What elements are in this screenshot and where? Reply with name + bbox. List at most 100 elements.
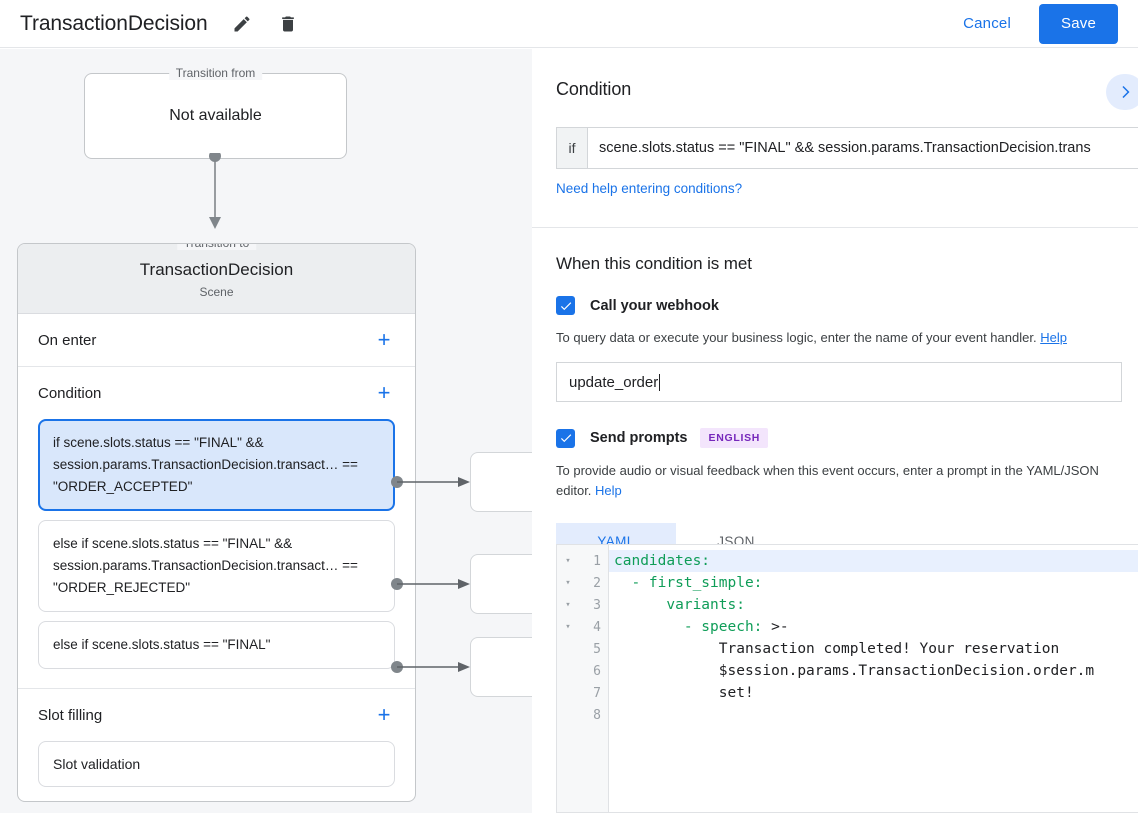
code-line-7: set!	[609, 682, 1138, 704]
section-header-slot-filling: Slot filling +	[38, 689, 395, 741]
code-line-4: - speech: >-	[609, 616, 1138, 638]
cancel-button[interactable]: Cancel	[949, 7, 1025, 40]
section-header-condition: Condition +	[38, 367, 395, 419]
condition-input-row[interactable]: if scene.slots.status == "FINAL" && sess…	[556, 127, 1138, 169]
trash-icon-glyph	[281, 16, 294, 31]
code-line-8	[609, 704, 1138, 726]
page-title: TransactionDecision	[20, 11, 208, 35]
condition-if-prefix: if	[557, 128, 588, 168]
pencil-icon[interactable]	[230, 12, 254, 36]
chevron-right-icon[interactable]	[1106, 74, 1138, 110]
prompts-help-link[interactable]: Help	[595, 483, 622, 498]
panel-divider	[532, 227, 1138, 228]
prompts-checkbox[interactable]	[556, 428, 575, 448]
connector-arrowhead	[209, 217, 221, 229]
fold-arrow-icon[interactable]: ▾	[565, 600, 571, 610]
yaml-value: >-	[762, 619, 789, 635]
section-condition: Condition + if scene.slots.status == "FI…	[18, 367, 415, 689]
gutter-line-5: 5	[557, 638, 608, 660]
yaml-key: candidates:	[614, 553, 711, 569]
scene-name: TransactionDecision	[139, 260, 294, 279]
text-caret	[659, 373, 661, 391]
line-number: 5	[593, 641, 601, 657]
condition-item-0[interactable]: if scene.slots.status == "FINAL" && sess…	[38, 419, 395, 511]
code-line-2: - first_simple:	[609, 572, 1138, 594]
target-node-2[interactable]	[470, 637, 532, 697]
gutter-line-3: ▾3	[557, 594, 608, 616]
webhook-checkbox-row: Call your webhook	[556, 296, 1114, 315]
transition-connector	[209, 153, 221, 229]
fold-arrow-icon[interactable]: ▾	[565, 622, 571, 632]
yaml-value: set!	[614, 685, 754, 701]
when-met-heading: When this condition is met	[556, 254, 752, 273]
chevron-right-icon-glyph	[1122, 86, 1130, 98]
yaml-value: Transaction completed! Your reservation	[614, 641, 1060, 657]
transition-from-card: Transition from Not available	[84, 66, 347, 159]
transition-to-legend: Transition to	[176, 244, 257, 250]
code-line-5: Transaction completed! Your reservation	[609, 638, 1138, 660]
yaml-key: - speech:	[614, 619, 763, 635]
line-number: 7	[593, 685, 601, 701]
checkmark-icon	[560, 434, 571, 443]
webhook-description-text: To query data or execute your business l…	[556, 330, 1037, 345]
code-line-6: $session.params.TransactionDecision.orde…	[609, 660, 1138, 682]
add-slot-filling-button[interactable]: +	[377, 702, 391, 727]
section-slot-filling: Slot filling + Slot validation	[18, 689, 415, 787]
webhook-help-link[interactable]: Help	[1040, 330, 1067, 345]
prompts-description-text: To provide audio or visual feedback when…	[556, 463, 1099, 498]
fold-arrow-icon[interactable]: ▾	[565, 556, 571, 566]
trash-icon[interactable]	[276, 12, 300, 36]
gutter-line-8: 8	[557, 704, 608, 726]
section-title-on-enter: On enter	[38, 331, 97, 349]
condition-help-link[interactable]: Need help entering conditions?	[556, 181, 743, 196]
condition-list: if scene.slots.status == "FINAL" && sess…	[38, 419, 395, 688]
checkmark-icon	[560, 301, 571, 310]
add-on-enter-button[interactable]: +	[377, 327, 391, 352]
flow-canvas[interactable]: Transition from Not available Transition…	[0, 49, 532, 813]
section-header-on-enter: On enter +	[38, 314, 395, 366]
gutter-line-4: ▾4	[557, 616, 608, 638]
target-node-1[interactable]	[470, 554, 532, 614]
line-number: 8	[593, 707, 601, 723]
fold-arrow-icon[interactable]: ▾	[565, 578, 571, 588]
scene-type: Scene	[199, 285, 234, 299]
condition-item-1[interactable]: else if scene.slots.status == "FINAL" &&…	[38, 520, 395, 612]
gutter-line-7: 7	[557, 682, 608, 704]
prompts-description: To provide audio or visual feedback when…	[556, 461, 1114, 501]
yaml-key: - first_simple:	[614, 575, 763, 591]
panel-heading: Condition	[556, 79, 632, 99]
line-number: 4	[593, 619, 601, 635]
gutter-line-1: ▾1	[557, 550, 608, 572]
target-node-0[interactable]	[470, 452, 532, 512]
line-number: 2	[593, 575, 601, 591]
top-bar: TransactionDecision Cancel Save	[0, 0, 1138, 48]
line-number: 6	[593, 663, 601, 679]
prompts-checkbox-row: Send prompts ENGLISH	[556, 428, 1114, 448]
condition-item-2[interactable]: else if scene.slots.status == "FINAL"	[38, 621, 395, 669]
pencil-icon-glyph	[234, 15, 250, 31]
when-met-block: When this condition is met Call your web…	[532, 228, 1138, 559]
scene-card: Transition to TransactionDecision Scene …	[17, 243, 416, 802]
webhook-label: Call your webhook	[590, 297, 719, 314]
condition-block: Condition if scene.slots.status == "FINA…	[532, 49, 1138, 198]
transition-from-value: Not available	[169, 107, 262, 124]
section-on-enter: On enter +	[18, 314, 415, 367]
yaml-key: variants:	[614, 597, 745, 613]
line-number: 1	[593, 553, 601, 569]
slot-validation-item[interactable]: Slot validation	[38, 741, 395, 787]
editor-code-area[interactable]: candidates: - first_simple: variants: - …	[609, 545, 1138, 812]
section-title-condition: Condition	[38, 384, 102, 402]
webhook-handler-input[interactable]: update_order	[556, 362, 1122, 402]
webhook-handler-value: update_order	[569, 373, 659, 391]
save-button[interactable]: Save	[1039, 3, 1118, 44]
add-condition-button[interactable]: +	[377, 380, 391, 405]
condition-input[interactable]: scene.slots.status == "FINAL" && session…	[599, 140, 1091, 156]
webhook-description: To query data or execute your business l…	[556, 328, 1114, 348]
line-number: 3	[593, 597, 601, 613]
scene-header[interactable]: TransactionDecision Scene	[18, 244, 415, 314]
webhook-checkbox[interactable]	[556, 296, 575, 315]
section-title-slot-filling: Slot filling	[38, 706, 103, 724]
transition-from-legend: Transition from	[168, 66, 263, 80]
